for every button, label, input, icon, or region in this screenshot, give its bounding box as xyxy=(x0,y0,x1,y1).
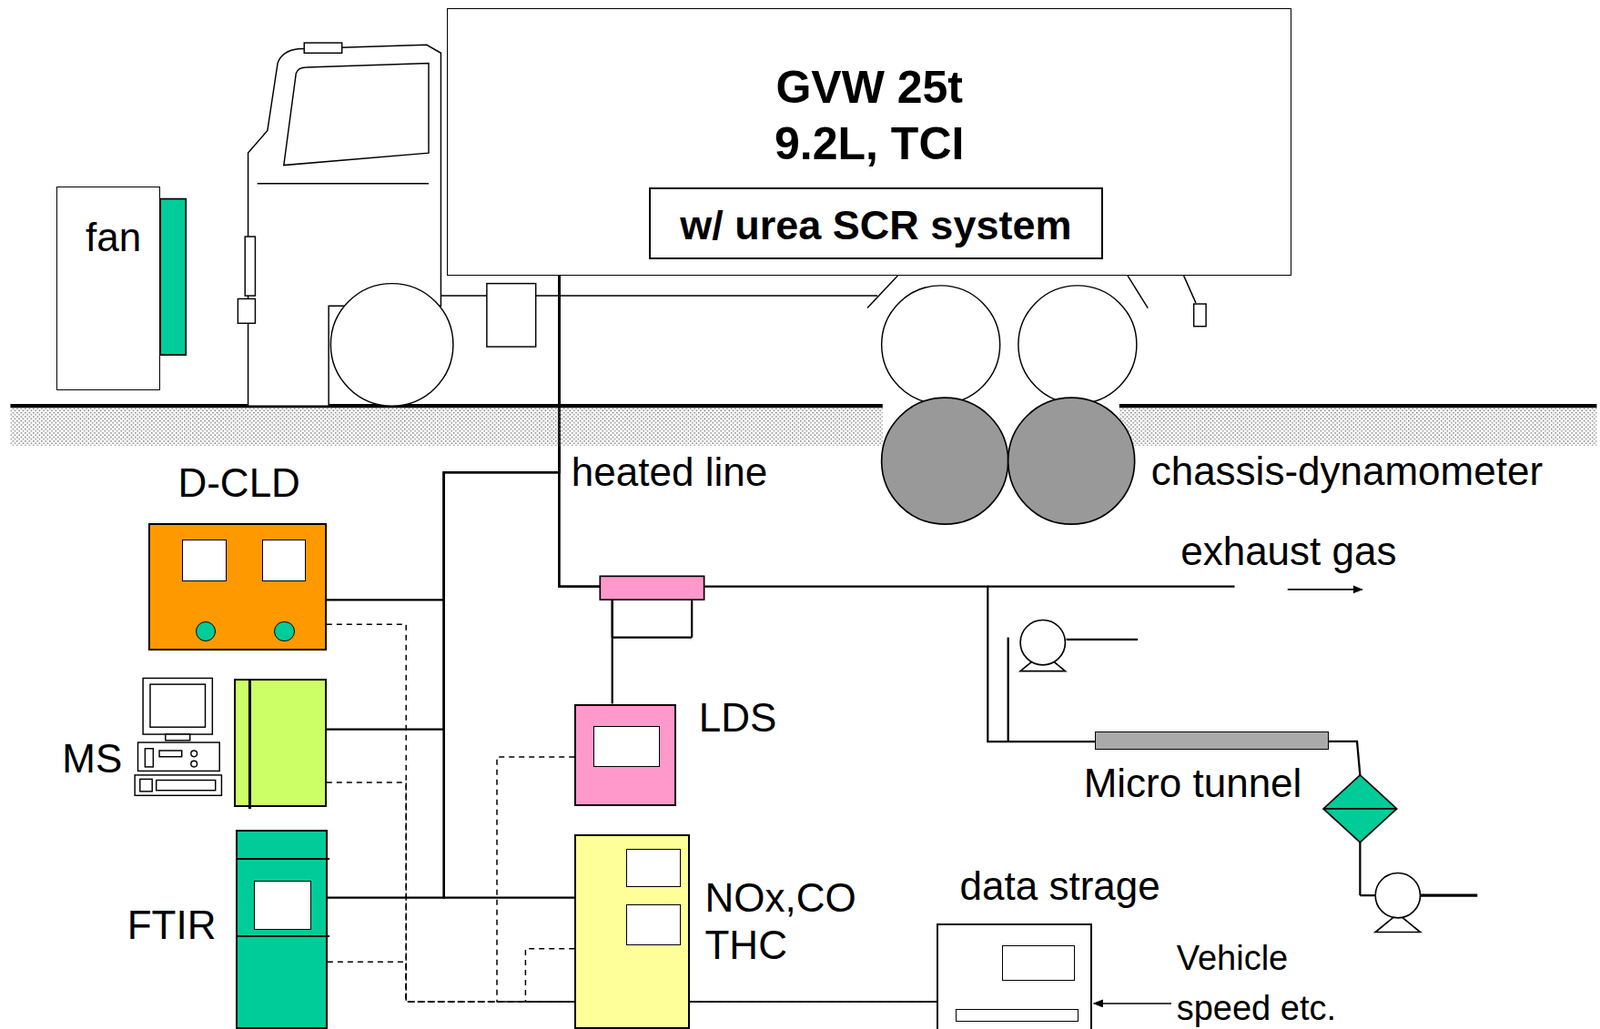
node-label: data strage xyxy=(927,862,1194,912)
lds-analyzer: LDS xyxy=(574,704,677,807)
free-label: heated line xyxy=(571,448,768,497)
node-label: GVW 25t xyxy=(775,60,963,115)
free-label: exhaust gas xyxy=(1180,527,1397,577)
panel-detail xyxy=(1002,945,1076,982)
ms-analyzer: MS xyxy=(233,678,327,808)
node-label: MS xyxy=(31,735,123,784)
panel-detail xyxy=(626,904,680,946)
node-label: FTIR xyxy=(93,901,217,951)
panel-detail xyxy=(248,680,251,810)
node-label: fan xyxy=(85,213,142,263)
signal-line xyxy=(326,624,937,1003)
ground xyxy=(10,405,1597,446)
sample-line xyxy=(326,275,560,601)
nox-co-thc-analyzer: NOx,CO THC xyxy=(574,834,690,1029)
free-label: chassis-dynamometer xyxy=(1151,447,1543,497)
sample-line xyxy=(444,275,576,899)
node-label: LDS xyxy=(698,694,778,743)
computer-icon xyxy=(134,678,222,796)
indicator-lamp xyxy=(273,621,294,642)
node-label: 9.2L, TCI xyxy=(774,116,964,172)
signal-line xyxy=(496,757,937,1003)
sample-line xyxy=(558,275,1095,742)
sample-line xyxy=(326,275,560,730)
scr-box: w/ urea SCR system xyxy=(648,187,1104,259)
panel-detail xyxy=(253,881,312,931)
free-label: Vehicle speed etc. xyxy=(1176,933,1377,1029)
sampling-cell xyxy=(599,576,704,600)
node-label: w/ urea SCR system xyxy=(679,201,1072,251)
panel-detail xyxy=(262,539,306,582)
d-cld-analyzer: D-CLD xyxy=(148,523,327,651)
node-label: D-CLD xyxy=(109,459,370,508)
fan-grille xyxy=(160,199,186,355)
truck-cargo-box: GVW 25t9.2L, TCI w/ urea SCR system xyxy=(446,8,1292,276)
panel-detail xyxy=(182,539,226,582)
ftir-analyzer: FTIR xyxy=(235,830,328,1029)
panel-detail xyxy=(593,726,660,768)
panel-detail xyxy=(626,849,680,889)
micro-tunnel: Micro tunnel xyxy=(1094,731,1329,750)
node-label: Micro tunnel xyxy=(1060,759,1327,809)
vehicle-speed-arrow xyxy=(1093,1002,1172,1005)
fan-box: fan xyxy=(56,186,161,391)
data-storage: data strage xyxy=(936,923,1092,1029)
sample-line xyxy=(327,275,560,899)
panel-detail xyxy=(237,935,330,938)
filter xyxy=(1323,775,1398,843)
panel-detail xyxy=(955,1009,1079,1023)
node-label: NOx,CO THC xyxy=(704,874,893,972)
exhaust-line xyxy=(612,587,1479,897)
dynamometer-rollers xyxy=(881,397,1135,525)
wheels xyxy=(330,283,1137,407)
indicator-lamp xyxy=(195,621,216,642)
panel-detail xyxy=(237,858,330,861)
